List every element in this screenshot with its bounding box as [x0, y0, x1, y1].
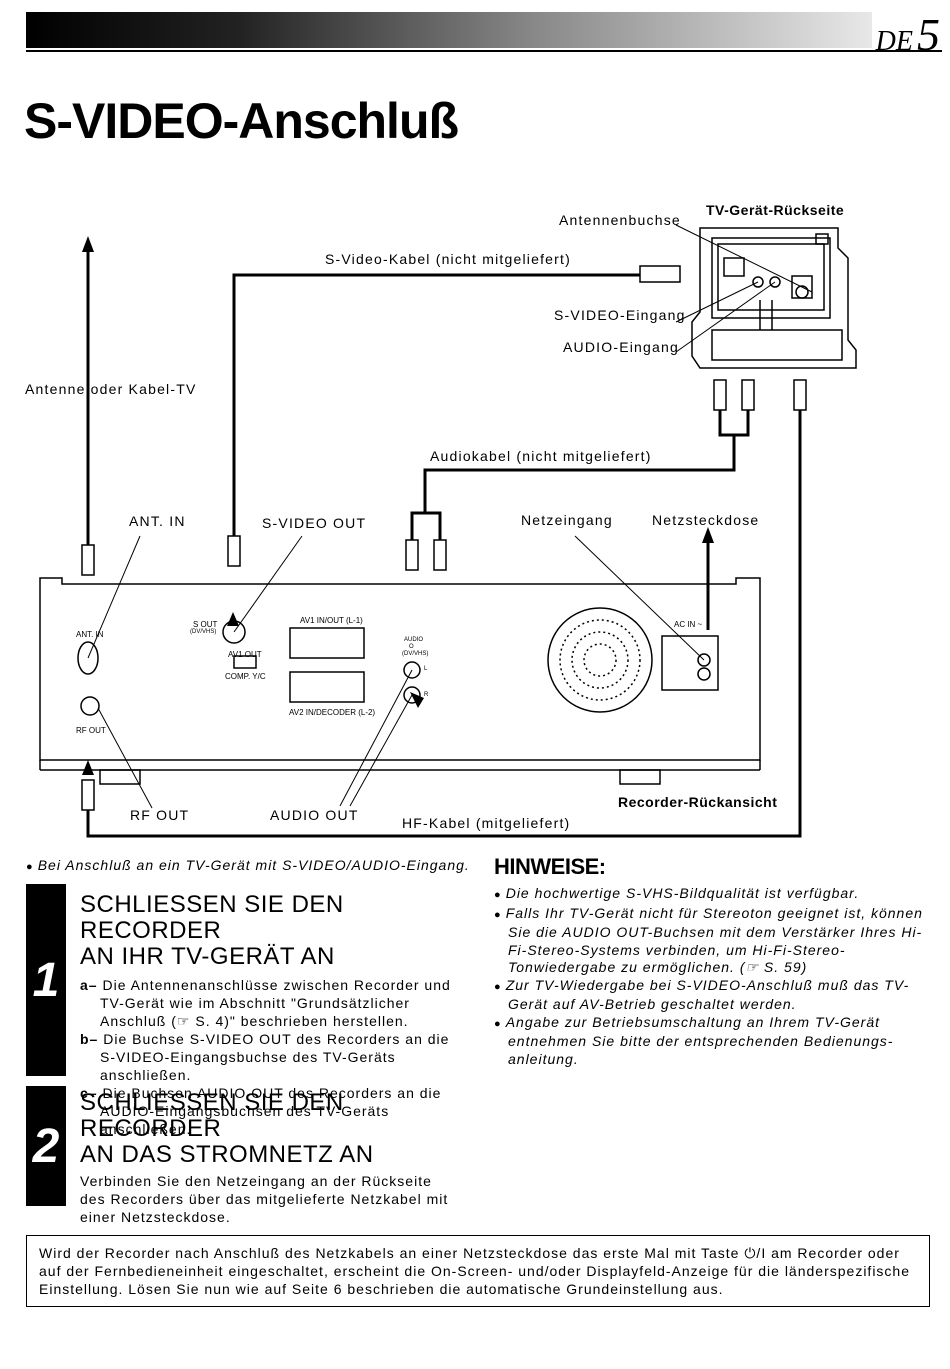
- label-svideo-out: S-VIDEO OUT: [262, 515, 367, 531]
- label-ant-in: ANT. IN: [129, 513, 186, 529]
- step-1-item-b: b– Die Buchse S-VIDEO OUT des Recorders …: [80, 1031, 450, 1083]
- connection-diagram: [39, 224, 857, 838]
- page-title: S-VIDEO-Anschluß: [24, 93, 459, 149]
- footer-note: Wird der Recorder nach Anschluß des Netz…: [26, 1235, 930, 1307]
- step-2: 2 SCHLIESSEN SIE DEN RECORDER AN DAS STR…: [26, 1086, 466, 1225]
- cables: [86, 250, 802, 838]
- header-bar: [26, 12, 872, 48]
- step-1-title-line1: SCHLIESSEN SIE DEN RECORDER: [80, 891, 344, 944]
- label-audio-out: AUDIO OUT: [270, 807, 359, 823]
- label-audiokabel: Audiokabel (nicht mitgeliefert): [430, 448, 652, 464]
- hinweis-item: Zur TV-Wiedergabe bei S-VIDEO-Anschluß m…: [494, 977, 934, 1014]
- panel-av1-out: AV1 OUT: [228, 650, 262, 659]
- step-1-title-line2: AN IHR TV-GERÄT AN: [80, 943, 335, 970]
- panel-s-out: S OUT: [193, 620, 218, 629]
- hinweise-list: Die hochwertige S-VHS-Bildqualität ist v…: [494, 885, 934, 1068]
- step-2-number: 2: [26, 1086, 66, 1206]
- label-netzsteckdose: Netzsteckdose: [652, 512, 760, 528]
- panel-ac-in: AC IN ~: [674, 620, 703, 629]
- panel-rf-out: RF OUT: [76, 726, 106, 735]
- step-2-title-line1: SCHLIESSEN SIE DEN RECORDER: [80, 1089, 344, 1142]
- panel-l: L: [424, 666, 428, 672]
- plugs: [81, 265, 807, 811]
- panel-av1-inout: AV1 IN/OUT (L-1): [300, 616, 363, 625]
- label-antennenbuchse: Antennenbuchse: [559, 212, 681, 228]
- label-netzeingang: Netzeingang: [521, 512, 613, 528]
- label-audio-eingang: AUDIO-Eingang: [563, 339, 679, 355]
- panel-av2: AV2 IN/DECODER (L-2): [289, 708, 376, 717]
- recorder-caption: Recorder-Rückansicht: [618, 794, 778, 810]
- tv-caption: TV-Gerät-Rückseite: [706, 202, 845, 218]
- label-svideo-eingang: S-VIDEO-Eingang: [554, 307, 686, 323]
- step-2-body: Verbinden Sie den Netzeingang an der Rüc…: [80, 1173, 449, 1225]
- label-hf-kabel: HF-Kabel (mitgeliefert): [402, 815, 571, 831]
- step-1-number: 1: [26, 884, 66, 1076]
- panel-s-out-sub: (DV/VHS): [190, 629, 217, 635]
- step-1-item-c: c– Die Buchsen AUDIO OUT des Recorders a…: [80, 1085, 442, 1137]
- leader-lines: [87, 224, 813, 809]
- hinweis-item: Die hochwertige S-VHS-Bildqualität ist v…: [494, 885, 934, 905]
- label-svideo-kabel: S-Video-Kabel (nicht mitgeliefert): [325, 251, 571, 267]
- panel-o: O: [409, 644, 414, 650]
- tv-rear-drawing: [691, 227, 857, 369]
- page-number: 5: [917, 9, 940, 60]
- hinweise-title: HINWEISE:: [494, 854, 606, 879]
- panel-audio-sub: (DV/VHS): [402, 651, 429, 657]
- arrowheads: [82, 236, 714, 775]
- panel-r: R: [424, 692, 429, 698]
- hinweis-item: Angabe zur Betriebsumschaltung an Ihrem …: [494, 1014, 934, 1069]
- page-label: DE5: [876, 8, 940, 61]
- header-rule: [26, 50, 942, 52]
- recorder-rear-drawing: [39, 577, 761, 785]
- label-rf-out: RF OUT: [130, 807, 190, 823]
- step-1-item-a: a– Die Antennenanschlüsse zwischen Recor…: [80, 977, 451, 1029]
- panel-comp: COMP. Y/C: [225, 672, 266, 681]
- intro-note: Bei Anschluß an ein TV-Gerät mit S-VIDEO…: [26, 857, 470, 873]
- panel-audio: AUDIO: [404, 637, 424, 643]
- hinweis-item: Falls Ihr TV-Gerät nicht für Stereoton g…: [494, 905, 934, 977]
- step-1: 1 SCHLIESSEN SIE DEN RECORDER AN IHR TV-…: [26, 884, 466, 1137]
- language-code: DE: [875, 26, 913, 57]
- panel-ant-in: ANT. IN: [76, 630, 104, 639]
- step-2-title-line2: AN DAS STROMNETZ AN: [80, 1141, 374, 1168]
- label-antenne: Antenne oder Kabel-TV: [25, 381, 197, 397]
